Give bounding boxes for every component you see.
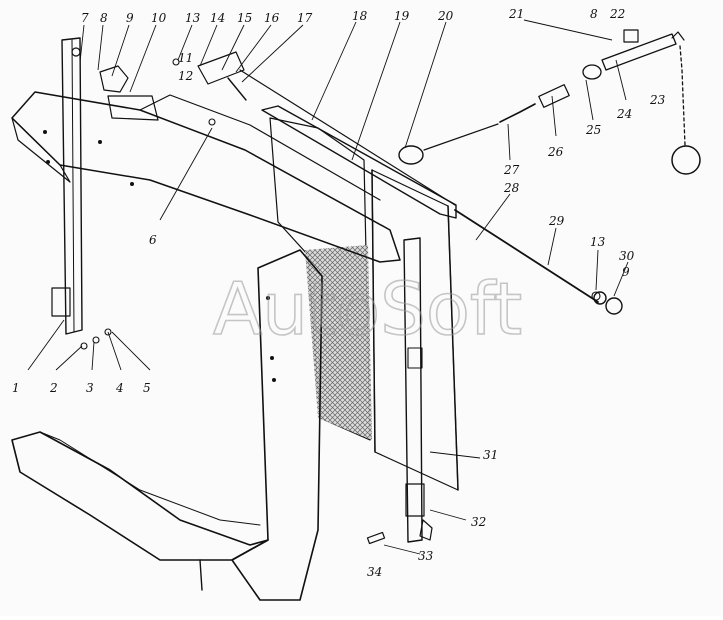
callout-18: 18	[352, 9, 368, 23]
callout-30: 30	[619, 249, 635, 263]
callout-16: 16	[264, 11, 280, 25]
callout-15: 15	[237, 11, 252, 25]
callout-1: 1	[12, 381, 20, 395]
front-frame	[11, 249, 323, 601]
callout-7: 7	[81, 11, 89, 25]
callout-28: 28	[503, 181, 520, 195]
callout-2: 2	[49, 381, 58, 395]
callout-24: 24	[616, 107, 632, 121]
callout-13: 13	[185, 11, 201, 25]
callout-17: 17	[297, 11, 313, 25]
fasteners	[80, 291, 601, 545]
callout-25: 25	[585, 123, 601, 137]
right-side-bracket	[403, 237, 433, 543]
callout-labels: 7 8 9 10 13 14 15 16 17 18 19 20 21 8 22…	[12, 7, 666, 579]
callout-9: 9	[126, 11, 134, 25]
callout-19: 19	[394, 9, 410, 23]
control-rod-assembly	[398, 29, 701, 315]
leader-lines	[27, 19, 629, 555]
callout-23: 23	[649, 93, 666, 107]
callout-20: 20	[437, 9, 454, 23]
upper-brackets	[99, 51, 247, 126]
callout-33: 33	[418, 549, 434, 563]
callout-13b: 13	[590, 235, 606, 249]
callout-6: 6	[149, 233, 157, 247]
callout-10: 10	[151, 11, 167, 25]
callout-8: 8	[100, 11, 108, 25]
upper-cross-beam	[11, 91, 401, 263]
callout-29: 29	[548, 214, 565, 228]
callout-34: 34	[367, 565, 382, 579]
callout-32: 32	[471, 515, 486, 529]
callout-8b: 8	[590, 7, 598, 21]
callout-12: 12	[178, 69, 193, 83]
watermark-text: AutoSoft	[213, 267, 522, 351]
callout-4: 4	[115, 381, 124, 395]
callout-31: 31	[483, 448, 498, 462]
callout-27: 27	[503, 163, 520, 177]
callout-5: 5	[143, 381, 151, 395]
callout-14: 14	[210, 11, 225, 25]
callout-3: 3	[86, 381, 94, 395]
left-side-post	[51, 37, 83, 335]
callout-26: 26	[547, 145, 564, 159]
callout-9b: 9	[622, 265, 630, 279]
callout-22: 22	[609, 7, 625, 21]
callout-21: 21	[508, 7, 524, 21]
callout-11: 11	[178, 51, 193, 65]
